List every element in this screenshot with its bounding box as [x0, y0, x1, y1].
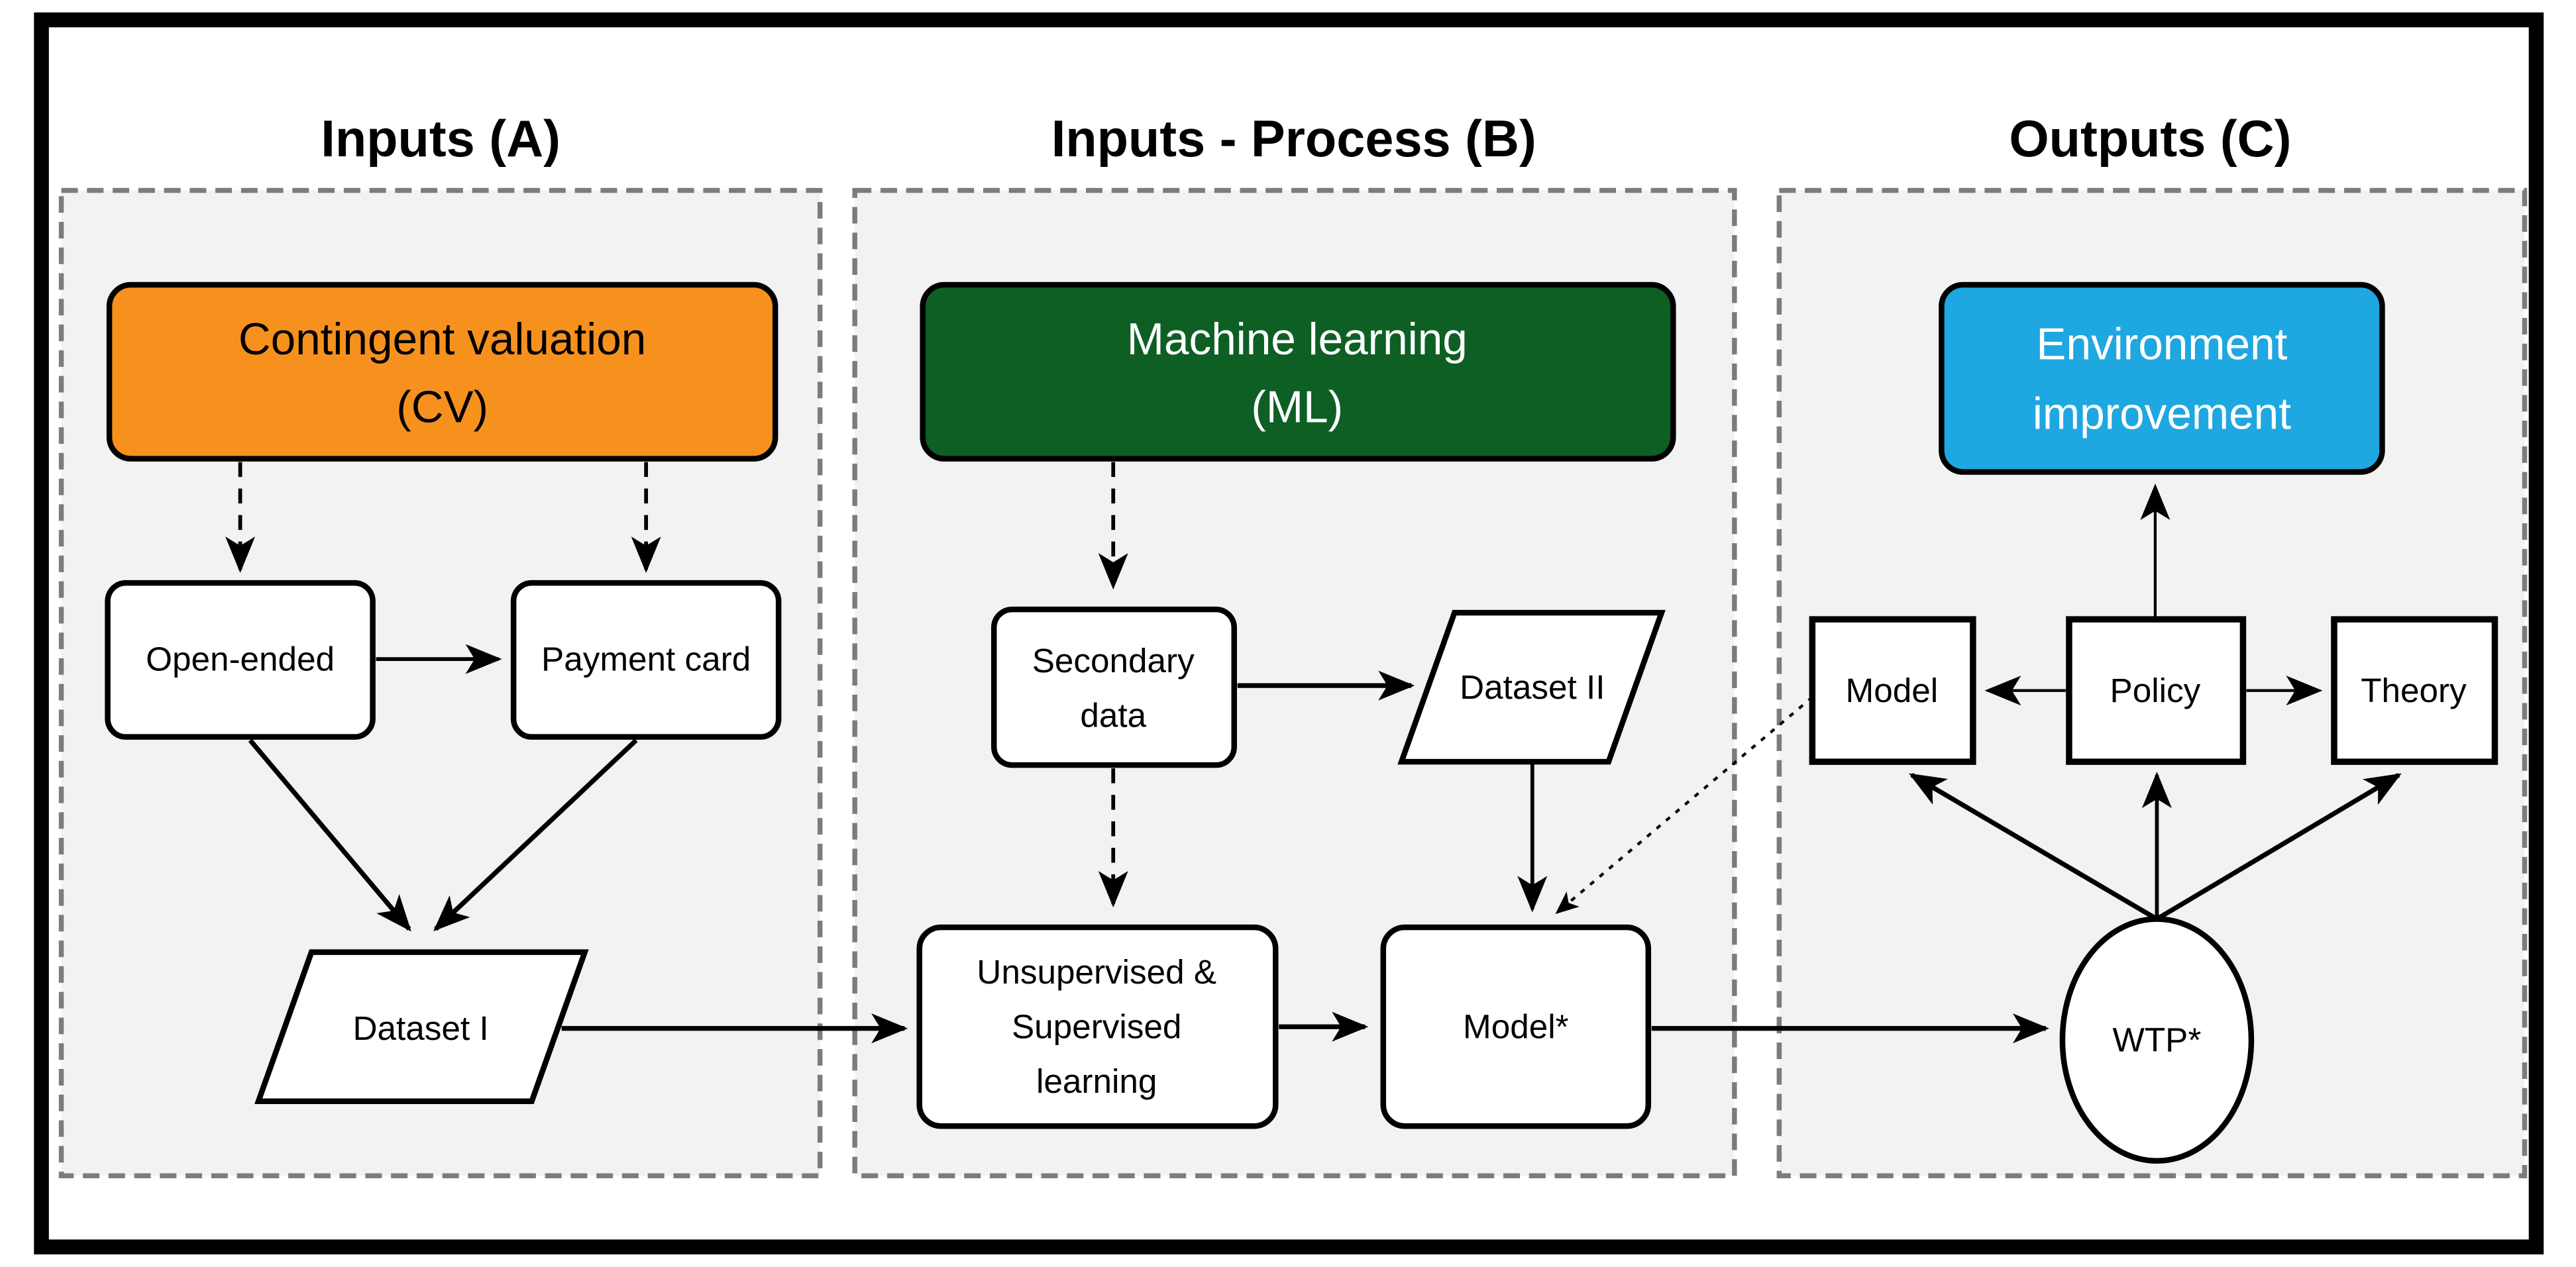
- panel-c-content: Environment improvement Model Policy The…: [1809, 281, 2498, 1164]
- dataset-ii-node: [1397, 609, 1666, 765]
- unsupervised-supervised-learning-node: [916, 924, 1279, 1129]
- panel-a-content: Contingent valuation (CV) Open-ended Pay…: [105, 281, 908, 1104]
- secondary-data-label-line2: data: [1080, 697, 1146, 735]
- model-star-label: Model*: [1463, 1008, 1569, 1046]
- machine-learning-label-line1: Machine learning: [1127, 315, 1468, 364]
- policy-label: Policy: [2110, 672, 2201, 709]
- secondary-data-label-line1: Secondary: [1032, 642, 1195, 680]
- column-title-inputs-process-b: Inputs - Process (B): [1051, 111, 1536, 168]
- wtp-label: WTP*: [2113, 1021, 2202, 1059]
- machine-learning-label-line2: (ML): [1251, 383, 1343, 432]
- environment-label-line2: improvement: [2033, 389, 2291, 439]
- theory-label: Theory: [2361, 672, 2467, 709]
- model-label: Model: [1846, 672, 1939, 709]
- contingent-valuation-label-line1: Contingent valuation: [239, 315, 646, 364]
- theory-node: [2331, 616, 2498, 765]
- dataset-i-node: [254, 949, 589, 1104]
- column-title-outputs-c: Outputs (C): [2009, 111, 2291, 168]
- learning-label-line2: Supervised: [1012, 1008, 1181, 1046]
- contingent-valuation-label-line2: (CV): [396, 383, 488, 432]
- model-node: [1809, 616, 1976, 765]
- open-ended-label: Open-ended: [146, 640, 335, 678]
- dotted-arrow-model-to-model-star: [1555, 696, 1813, 915]
- arrow-wtp-to-theory: [2155, 773, 2402, 921]
- policy-node: [2066, 616, 2247, 765]
- payment-card-label: Payment card: [541, 640, 751, 678]
- column-title-inputs-a: Inputs (A): [321, 111, 561, 168]
- panel-b-content: Machine learning (ML) Secondary data Dat…: [916, 281, 2049, 1129]
- learning-label-line3: learning: [1036, 1062, 1157, 1100]
- machine-learning-node: [920, 281, 1676, 462]
- arrow-wtp-to-model: [1909, 773, 2159, 921]
- arrow-open-ended-to-dataset-i: [248, 738, 411, 932]
- model-star-node: [1380, 924, 1652, 1129]
- learning-label-line1: Unsupervised &: [977, 953, 1216, 991]
- open-ended-node: [105, 580, 376, 740]
- secondary-data-node: [991, 606, 1237, 768]
- wtp-node: [2059, 916, 2255, 1164]
- arrow-payment-card-to-dataset-i: [433, 738, 638, 932]
- dataset-i-label: Dataset I: [353, 1009, 489, 1047]
- payment-card-node: [510, 580, 782, 740]
- dataset-ii-label: Dataset II: [1460, 668, 1605, 706]
- environment-improvement-node: [1939, 281, 2385, 475]
- contingent-valuation-node: [106, 281, 778, 462]
- environment-label-line1: Environment: [2036, 320, 2287, 370]
